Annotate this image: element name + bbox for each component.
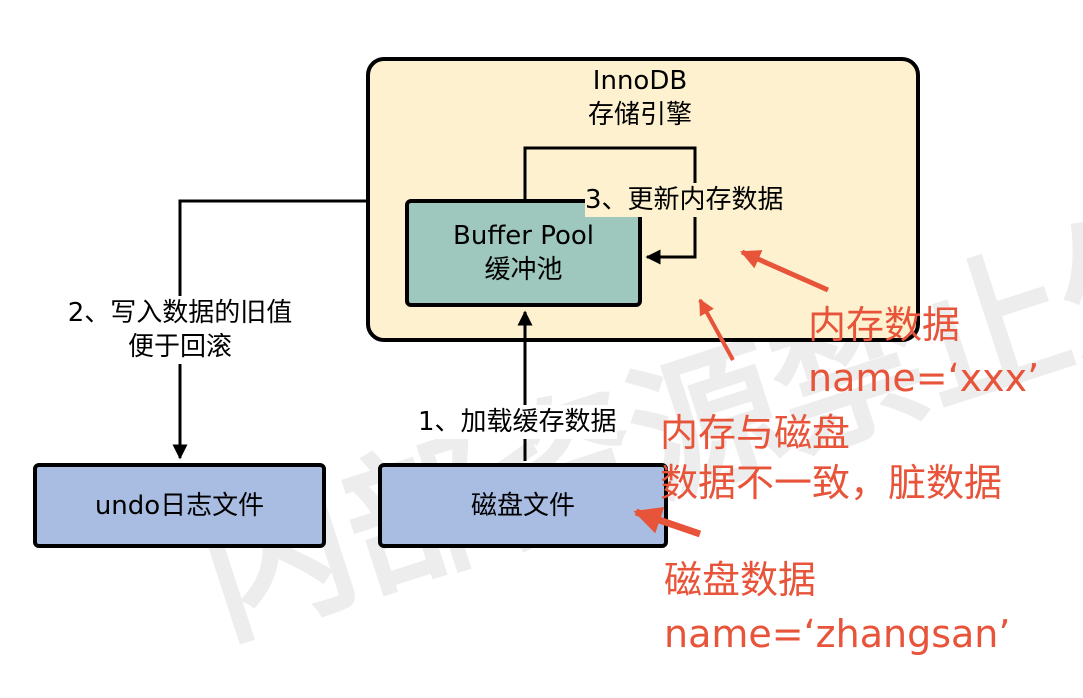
mismatch-line1: 内存与磁盘 — [660, 411, 851, 455]
update-loop-arrow — [523, 146, 697, 265]
disk-data-title: 磁盘数据 — [664, 558, 817, 602]
disk-pointer-arrow — [633, 506, 702, 538]
buffer-pool-title: Buffer Pool — [453, 221, 594, 251]
undo-log-file-label: undo日志文件 — [94, 490, 265, 521]
buffer-pool-subtitle: 缓冲池 — [484, 255, 563, 285]
step-write-old-label: 2、写入数据的旧值 便于回滚 — [40, 296, 320, 364]
step-load-label: 1、加载缓存数据 — [418, 405, 617, 439]
memory-data-value: name=‘xxx’ — [808, 356, 1040, 400]
memory-data-title: 内存数据 — [808, 303, 961, 347]
disk-file-label: 磁盘文件 — [470, 490, 575, 521]
innodb-engine-label: InnoDB 存储引擎 — [540, 64, 740, 132]
engine-title: InnoDB — [592, 66, 688, 96]
disk-file-box: 磁盘文件 — [378, 463, 668, 548]
mismatch-pointer-arrow — [698, 298, 735, 361]
mismatch-line2: 数据不一致，脏数据 — [660, 461, 1003, 505]
memory-pointer-arrow — [740, 249, 830, 293]
connector-layer — [172, 146, 830, 538]
step-update-label: 3、更新内存数据 — [585, 183, 784, 217]
engine-subtitle: 存储引擎 — [587, 100, 692, 130]
step-write-old-line1: 2、写入数据的旧值 — [67, 298, 293, 328]
write-old-arrow — [172, 199, 366, 460]
undo-log-file-box: undo日志文件 — [33, 463, 326, 548]
buffer-pool-box: Buffer Pool 缓冲池 — [405, 199, 642, 307]
disk-data-value: name=‘zhangsan’ — [664, 612, 1011, 656]
step-write-old-line2: 便于回滚 — [127, 332, 232, 362]
